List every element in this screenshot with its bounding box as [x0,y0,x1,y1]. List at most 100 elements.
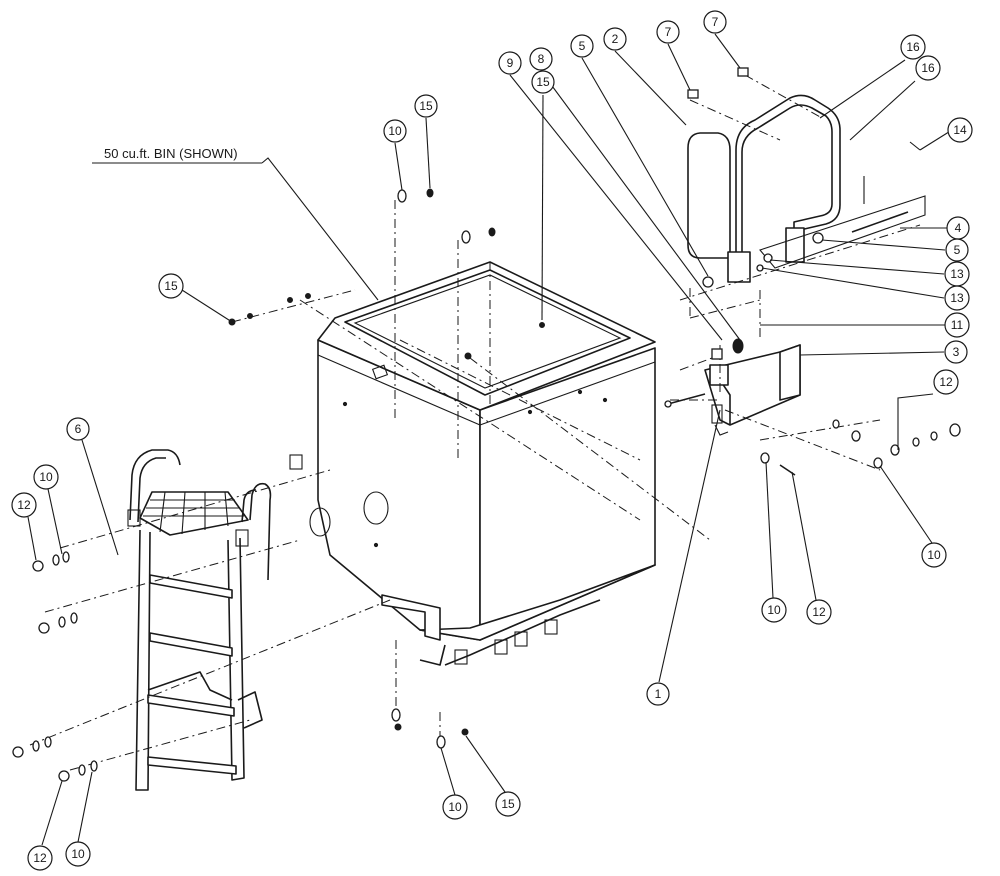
leader-line [394,142,403,191]
balloon-label: 13 [950,267,964,281]
balloon-label: 15 [164,279,178,293]
chute-bracket [494,639,508,655]
washer-icon [70,612,78,624]
washer-icon [44,736,52,748]
assembly-lines [29,74,921,771]
balloon-label: 12 [33,851,47,865]
handrail-left-loop [687,132,731,282]
bin-left-bracket [381,594,441,641]
leader-line [509,74,723,341]
balloon-label: 14 [953,123,967,137]
ladder-right-rail [227,537,245,781]
assembly-line [299,299,641,521]
nut-icon [488,227,496,237]
callout-balloon-6: 6 [66,417,90,441]
bin-chute-hardware [454,619,558,665]
leader-line [440,747,456,796]
leader-line [799,351,945,356]
nut-icon [851,430,861,442]
bar-rod [851,211,909,233]
balloon-label: 9 [507,56,514,70]
balloon-label: 10 [39,470,53,484]
bar-plate-outline [759,195,926,269]
nut-icon [732,338,744,354]
callout-balloon-12: 12 [27,845,53,871]
nut-icon [737,67,749,77]
washer-icon [930,431,938,441]
bin-hopper-base [419,564,656,641]
callout-balloon-15: 15 [158,273,184,299]
bolt-icon [38,622,50,634]
callout-balloon-13: 13 [944,261,970,287]
washer-icon [890,444,900,456]
callout-balloon-10: 10 [761,597,787,623]
bin-side-bracket [289,454,303,470]
leader-line [765,461,774,599]
balloon-label: 15 [419,99,433,113]
washer-icon [763,253,773,263]
callout-balloon-16: 16 [900,34,926,60]
bolt-icon [305,293,311,299]
assembly-line [69,719,251,771]
leader-line [27,516,37,561]
washer-icon [912,437,920,447]
callout-balloon-8: 8 [529,47,553,71]
handrail-right-mount [785,227,805,263]
bar-part [759,176,926,269]
bolt-icon [664,400,672,408]
washer-icon [397,189,407,203]
ladder-rung [149,574,233,599]
washer-icon [832,419,840,429]
washer-icon [461,230,471,244]
balloon-label: 7 [712,15,719,29]
balloon-label: 16 [906,40,920,54]
ladder-right-handle [249,482,272,581]
ladder-left-handle-inner [137,457,166,523]
bin-bracket-foot [419,644,446,666]
balloon-label: 3 [953,345,960,359]
balloon-label: 8 [538,52,545,66]
leader-line [761,267,945,299]
chute-bracket [544,619,558,635]
centerline [399,339,641,461]
leader-line [879,465,933,544]
chute-bracket [454,649,468,665]
balloon-label: 15 [536,75,550,89]
bin-rivet [577,389,583,395]
callout-balloon-10: 10 [921,542,947,568]
leader-line [769,259,945,275]
washer-icon [760,452,770,464]
bolt-icon [539,322,545,328]
leader-line [714,33,741,69]
bolt-icon [464,352,472,360]
assembly-line [679,224,921,301]
ladder-brace [147,671,233,701]
bolt-icon [58,770,70,782]
assembly-line [59,469,331,549]
bin-note-leader [261,157,379,301]
hardware [12,67,961,782]
balloon-label: 15 [501,797,515,811]
leader-line [667,43,691,91]
leader-line [581,57,709,277]
leader-line [465,735,506,793]
balloon-label: 10 [71,847,85,861]
grate-line [181,491,186,535]
ladder-right-handle-inner [241,489,257,523]
leader-line [541,94,544,321]
leader-line [821,239,946,251]
callout-balloon-16: 16 [915,55,941,81]
balloon-label: 16 [921,61,935,75]
assembly-line [679,354,721,371]
callout-balloon-15: 15 [414,94,438,118]
bracket-hook [714,424,729,436]
washer-icon [90,760,98,772]
washer-icon [62,551,70,563]
balloon-label: 11 [951,318,964,332]
bin-side-hole-1 [309,507,331,537]
handrail-inner-loop [741,104,833,282]
assembly-line [744,74,823,119]
ladder-standoff [237,691,263,729]
callout-balloon-1: 1 [646,682,670,706]
